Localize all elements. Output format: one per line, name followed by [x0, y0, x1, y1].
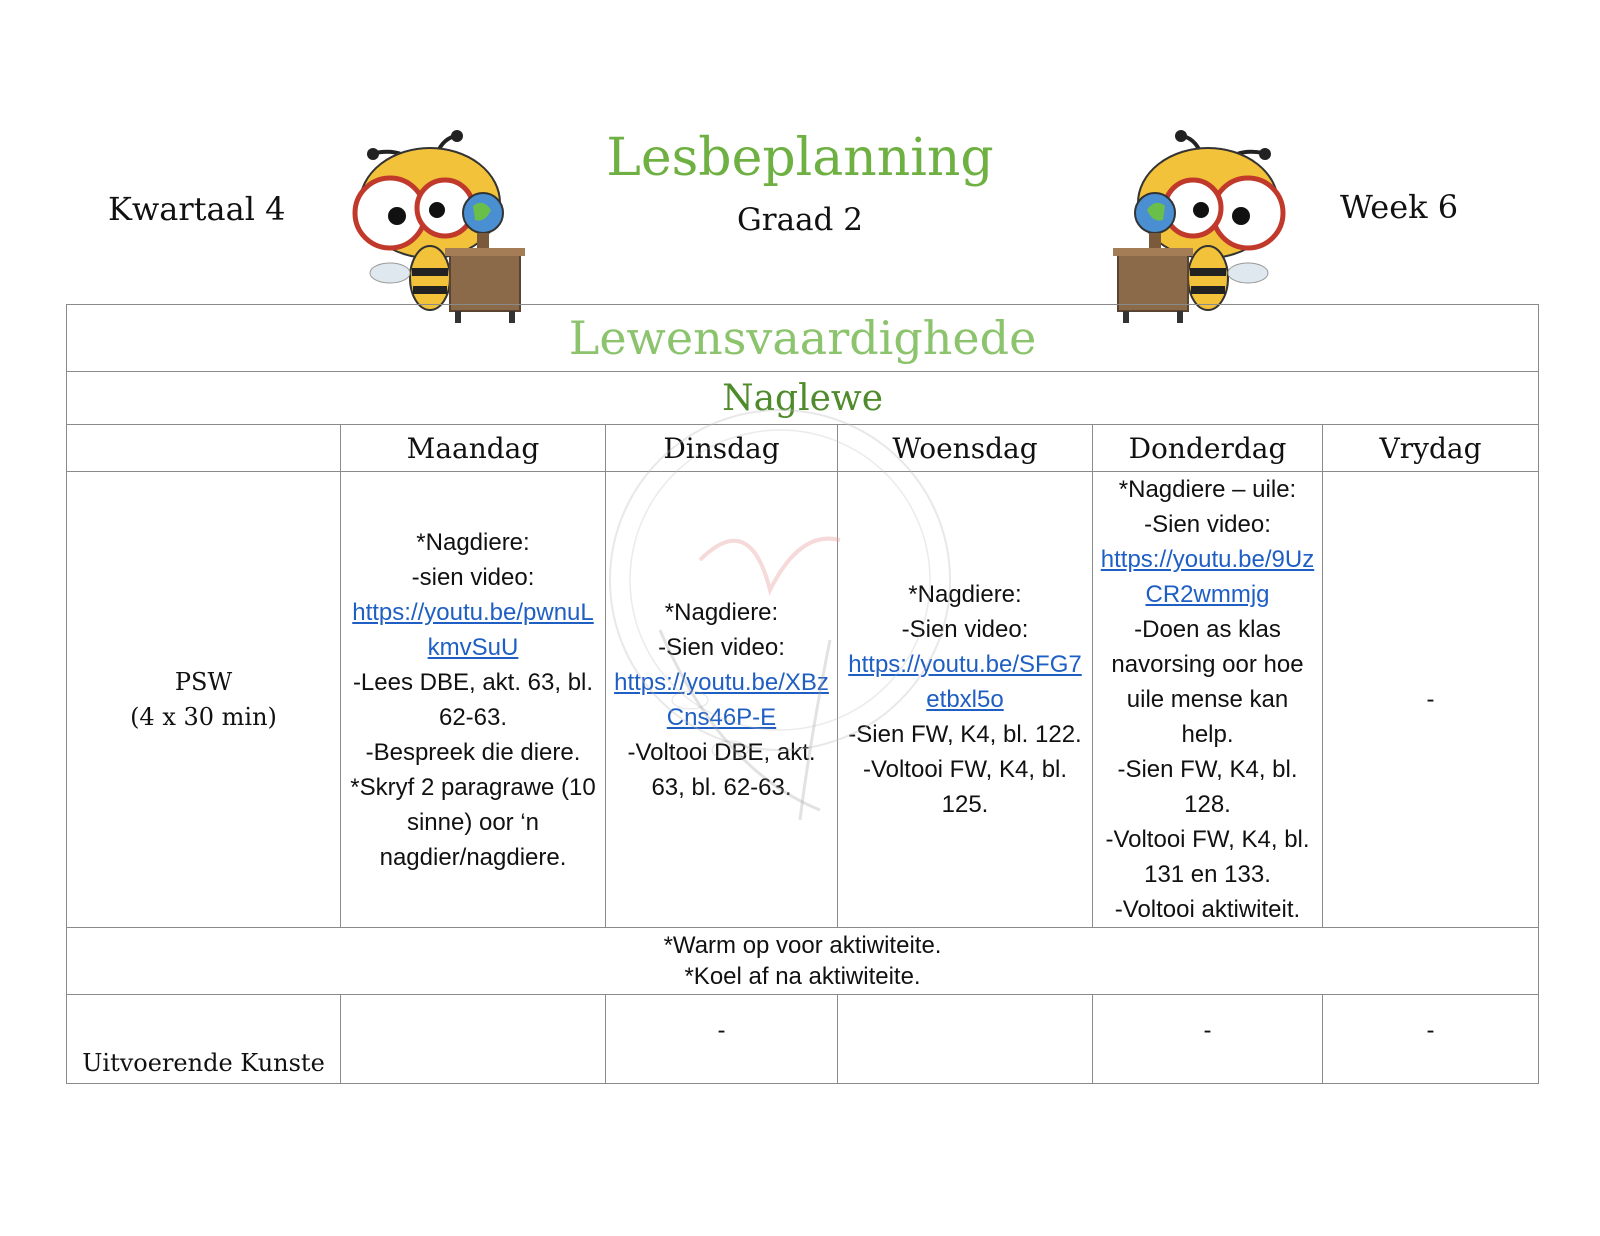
psw-monday-video-link[interactable]: https://youtu.be/pwnuLkmvSuU	[352, 598, 594, 661]
psw-thursday-video-link[interactable]: https://youtu.be/9UzCR2wmmjg	[1100, 546, 1315, 608]
psw-thursday-tasks: -Doen as klas navorsing oor hoe uile men…	[1105, 616, 1310, 923]
psw-tuesday-video-link[interactable]: https://youtu.be/XBzCns46P-E	[614, 668, 829, 731]
day-header-monday: Maandag	[340, 424, 606, 472]
psw-friday-cell: -	[1321, 471, 1540, 928]
performing-arts-friday: -	[1321, 994, 1540, 1084]
psw-wednesday-tasks: -Sien FW, K4, bl. 122. -Voltooi FW, K4, …	[848, 721, 1082, 818]
day-header-row: Maandag Dinsdag Woensdag Donderdag Vryda…	[66, 424, 1540, 472]
day-header-thursday: Donderdag	[1092, 424, 1323, 472]
psw-tuesday-tasks: -Voltooi DBE, akt. 63, bl. 62-63.	[627, 738, 816, 801]
psw-monday-cell: *Nagdiere: -sien video: https://youtu.be…	[340, 471, 606, 928]
performing-arts-tuesday: -	[605, 994, 838, 1084]
performing-arts-monday	[340, 994, 606, 1084]
psw-tuesday-cell: *Nagdiere: -Sien video: https://youtu.be…	[605, 471, 838, 928]
psw-row: PSW (4 x 30 min) *Nagdiere: -sien video:…	[66, 471, 1540, 928]
psw-tuesday-intro: *Nagdiere: -Sien video:	[658, 598, 785, 661]
page-title: Lesbeplanning	[606, 128, 994, 188]
topic-title: Naglewe	[65, 371, 1540, 425]
psw-label: PSW	[174, 667, 233, 696]
subject-title: Lewensvaardighede	[65, 304, 1540, 372]
notes-row: *Warm op voor aktiwiteite. *Koel af na a…	[65, 927, 1540, 995]
psw-duration: (4 x 30 min)	[130, 702, 277, 731]
psw-label-cell: PSW (4 x 30 min)	[66, 471, 341, 928]
psw-wednesday-cell: *Nagdiere: -Sien video: https://youtu.be…	[837, 471, 1093, 928]
performing-arts-wednesday	[837, 994, 1093, 1084]
performing-arts-thursday: -	[1092, 994, 1323, 1084]
psw-wednesday-intro: *Nagdiere: -Sien video:	[901, 581, 1029, 643]
week-label: Week 6	[1340, 188, 1459, 226]
day-header-wednesday: Woensdag	[837, 424, 1093, 472]
warmup-notes: *Warm op voor aktiwiteite. *Koel af na a…	[65, 927, 1540, 995]
day-header-friday: Vrydag	[1321, 424, 1540, 472]
grade-label: Graad 2	[737, 202, 863, 238]
day-header-empty	[66, 424, 341, 472]
psw-monday-intro: *Nagdiere: -sien video:	[411, 528, 535, 591]
day-header-tuesday: Dinsdag	[605, 424, 838, 472]
term-label: Kwartaal 4	[108, 190, 286, 228]
performing-arts-label: Uitvoerende Kunste	[66, 994, 341, 1084]
psw-wednesday-video-link[interactable]: https://youtu.be/SFG7etbxl5o	[848, 651, 1082, 713]
psw-thursday-cell: *Nagdiere – uile: -Sien video: https://y…	[1092, 471, 1323, 928]
performing-arts-row: Uitvoerende Kunste - - -	[66, 994, 1540, 1084]
lesson-plan-table: Lewensvaardighede Naglewe Maandag Dinsda…	[65, 304, 1540, 1084]
psw-thursday-intro: *Nagdiere – uile: -Sien video:	[1118, 476, 1297, 538]
psw-monday-tasks: -Lees DBE, akt. 63, bl. 62-63. -Bespreek…	[350, 668, 596, 871]
bee-with-glasses-right-icon	[1113, 130, 1286, 323]
bee-with-glasses-left-icon	[352, 130, 525, 323]
